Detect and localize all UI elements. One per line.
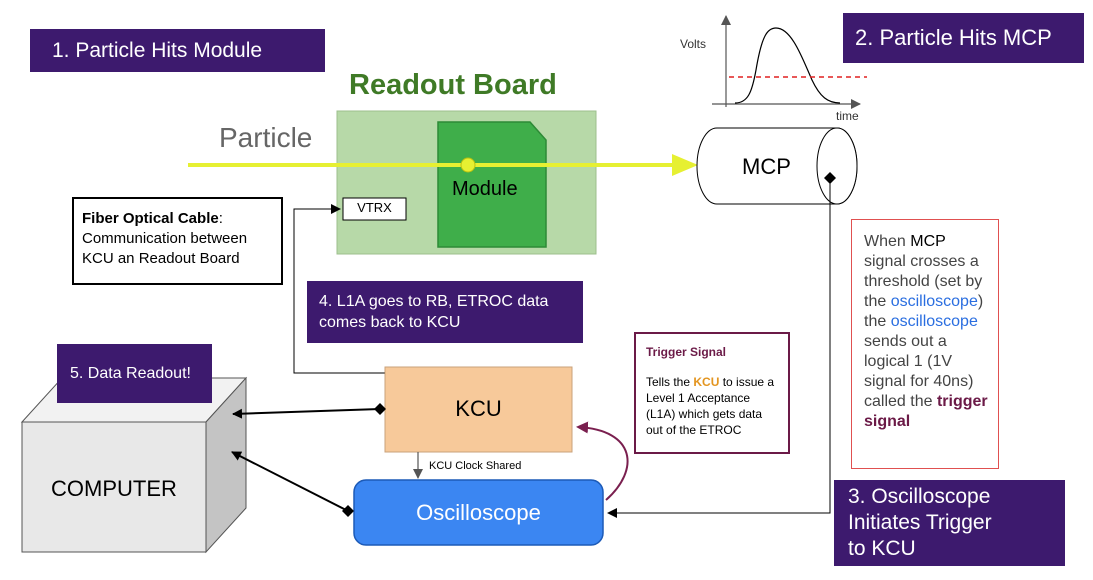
computer-front <box>21 421 207 553</box>
trigger-note-kcu: KCU <box>693 375 720 389</box>
computer-kcu-link <box>232 408 381 419</box>
mcp-note-text3: ) the <box>864 293 984 330</box>
mcp-connector-diamond <box>824 172 836 184</box>
module-chip <box>437 121 547 248</box>
mcp-note-osc2: oscilloscope <box>890 313 978 330</box>
kcu-link-diamond <box>374 403 386 415</box>
trigger-note-title: Trigger Signal <box>646 345 727 359</box>
fiber-cable-text: Communication between KCU an Readout Boa… <box>82 230 248 267</box>
mcp-note-text2: signal crosses a threshold (set by the <box>864 253 983 310</box>
mcp-note-text1: When <box>864 233 911 250</box>
fiber-cable-colon: : <box>218 210 223 227</box>
readout-board-title: Readout Board <box>349 69 557 101</box>
fiber-optical-line <box>293 204 393 378</box>
mcp-note-trigger: trigger signal <box>864 393 988 430</box>
mcp-note-mcp: MCP <box>910 233 946 250</box>
fiber-cable-note: Fiber Optical Cable: Communication betwe… <box>72 197 283 285</box>
trigger-note-body: Tells the KCU to issue a Level 1 Accepta… <box>646 374 778 438</box>
mcp-pulse-curve <box>734 27 841 104</box>
computer-oscilloscope-link <box>231 451 349 512</box>
trigger-note-text1: Tells the <box>646 375 694 389</box>
particle-hit-dot <box>460 157 476 173</box>
vtrx-label: VTRX <box>357 200 392 215</box>
mcp-to-oscilloscope-line <box>607 178 831 518</box>
trigger-signal-note: Trigger Signal Tells the KCU to issue a … <box>634 332 790 454</box>
step2-text: 2. Particle Hits MCP <box>855 25 1052 50</box>
mcp-trigger-note: When MCP signal crosses a threshold (set… <box>851 219 999 469</box>
step2-label: 2. Particle Hits MCP <box>843 13 1084 63</box>
trigger-note-text2: to issue a Level 1 Acceptance (L1A) whic… <box>646 375 775 437</box>
oscilloscope-link-diamond <box>342 505 354 517</box>
step3-label: 3. Oscilloscope Initiates Trigger to KCU <box>834 480 1065 566</box>
computer-label: COMPUTER <box>51 476 177 501</box>
kcu-label: KCU <box>455 396 502 421</box>
fiber-cable-title: Fiber Optical Cable <box>82 210 219 227</box>
clock-shared-label: KCU Clock Shared <box>429 460 522 472</box>
particle-label: Particle <box>219 122 313 153</box>
kcu-box <box>384 366 573 453</box>
step5-text: 5. Data Readout! <box>70 364 191 382</box>
oscilloscope-label: Oscilloscope <box>416 500 541 525</box>
mcp-note-osc1: oscilloscope <box>890 293 978 310</box>
step3-text: 3. Oscilloscope Initiates Trigger to KCU <box>848 485 992 560</box>
particle-arrowhead <box>672 154 698 176</box>
graph-ylabel: Volts <box>680 37 707 51</box>
step1-text: 1. Particle Hits Module <box>52 38 263 62</box>
mcp-note-text4: sends out a logical 1 (1V signal for 40n… <box>864 333 974 410</box>
graph-xlabel: time <box>836 109 859 123</box>
mcp-label: MCP <box>742 154 791 179</box>
trigger-arrow <box>576 421 629 501</box>
oscilloscope-box <box>353 479 604 546</box>
step4-label: 4. L1A goes to RB, ETROC data comes back… <box>307 281 583 343</box>
mcp-cylinder-end <box>816 127 858 205</box>
step5-label: 5. Data Readout! <box>57 344 212 403</box>
step1-label: 1. Particle Hits Module <box>30 29 325 72</box>
step4-text: 4. L1A goes to RB, ETROC data comes back… <box>319 293 549 331</box>
module-label: Module <box>452 178 518 200</box>
